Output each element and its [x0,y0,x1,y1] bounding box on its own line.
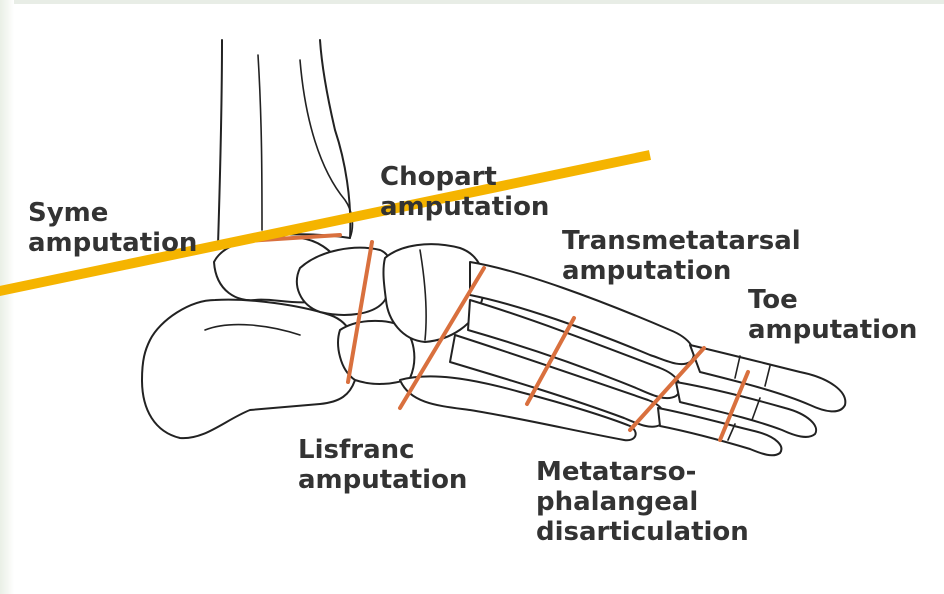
transmetatarsal-cut-line [527,318,574,404]
transmetatarsal-label-line-1: Transmetatarsal [562,226,801,256]
mtp-label-line-2: phalangeal [536,487,749,517]
transmetatarsal-label: Transmetatarsal amputation [562,226,801,286]
toe-label-line-1: Toe [748,285,917,315]
mtp-cut-line [630,348,704,430]
toe-label: Toe amputation [748,285,917,345]
lisfranc-label-line-2: amputation [298,465,467,495]
lisfranc-cut-line [400,268,484,408]
toe-label-line-2: amputation [748,315,917,345]
chopart-label-line-2: amputation [380,192,549,222]
syme-label-line-2: amputation [28,228,197,258]
lisfranc-label-line-1: Lisfranc [298,435,467,465]
toe-cut-line [720,372,748,440]
syme-label: Syme amputation [28,198,197,258]
mtp-label: Metatarso- phalangeal disarticulation [536,457,749,547]
mtp-label-line-3: disarticulation [536,517,749,547]
syme-label-line-1: Syme [28,198,197,228]
chopart-label: Chopart amputation [380,162,549,222]
chopart-label-line-1: Chopart [380,162,549,192]
transmetatarsal-label-line-2: amputation [562,256,801,286]
mtp-label-line-1: Metatarso- [536,457,749,487]
chopart-cut-line [348,242,372,382]
lisfranc-label: Lisfranc amputation [298,435,467,495]
